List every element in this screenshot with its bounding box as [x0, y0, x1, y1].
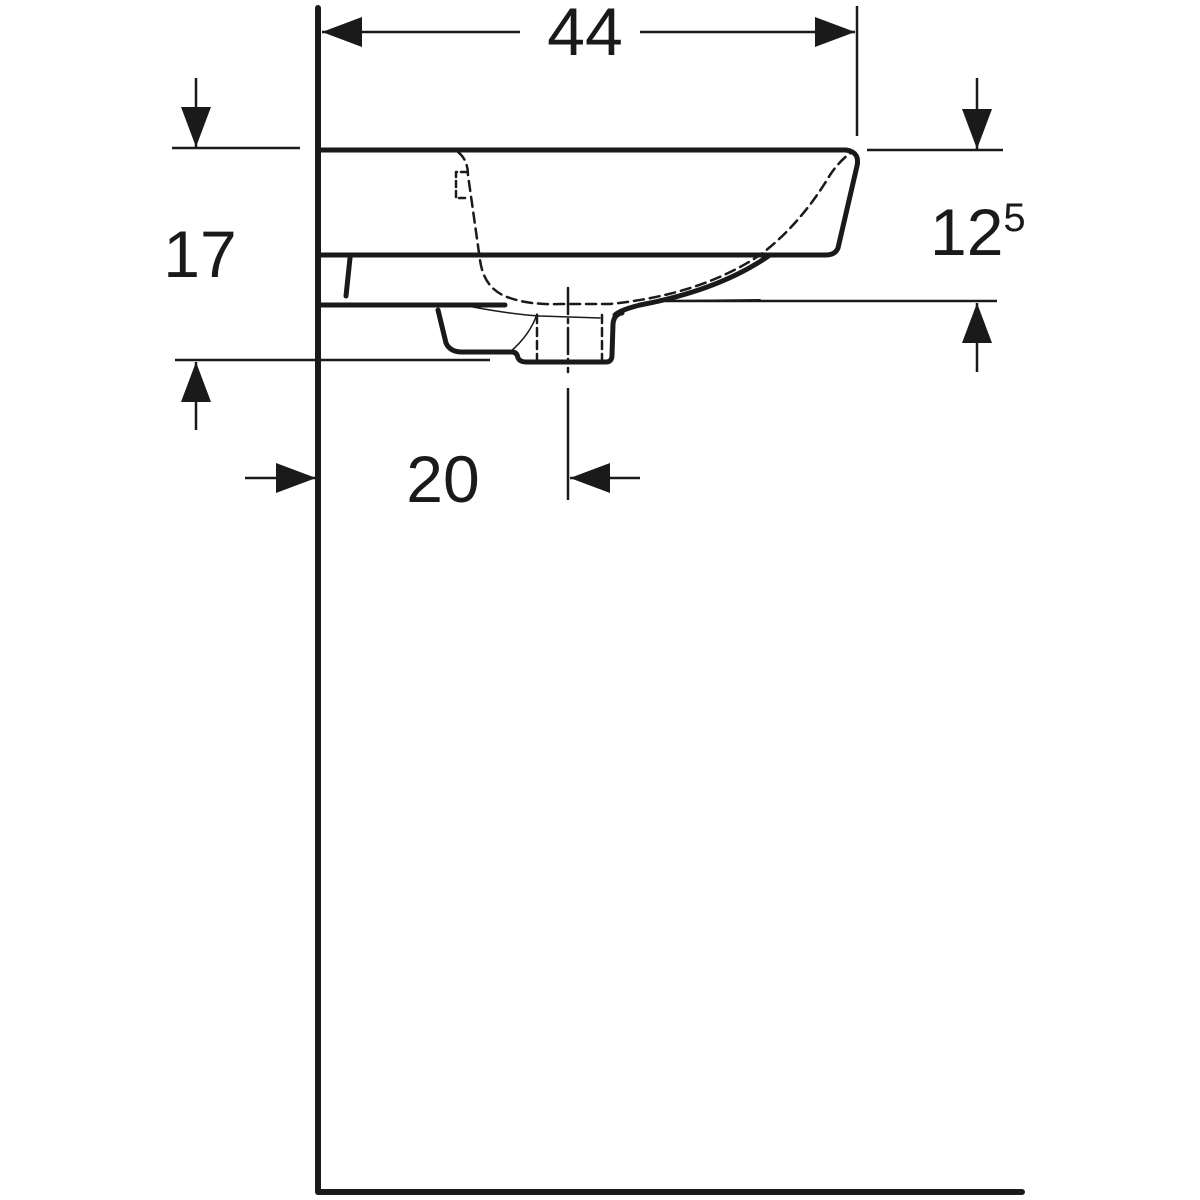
waste-offset-dimension: 20 [245, 388, 640, 516]
washbasin-profile [317, 147, 860, 374]
inner-curve [472, 306, 601, 319]
basin-underside-thin [664, 299, 761, 302]
width-label: 44 [547, 0, 623, 70]
width-dimension: 44 [322, 0, 859, 136]
bracket-stub [343, 255, 353, 299]
total-height-dimension: 17 [163, 78, 490, 430]
wall-and-floor [315, 5, 1025, 1195]
wall-line [315, 5, 1025, 1195]
hidden-bowl-line [456, 150, 854, 306]
total-height-label: 17 [163, 217, 236, 291]
bowl-depth-label: 125 [930, 195, 1026, 269]
hidden-overflow [454, 170, 469, 200]
waste-offset-label: 20 [406, 442, 479, 516]
bowl-depth-superscript: 5 [1003, 196, 1025, 240]
basin-rim-outline [317, 147, 860, 258]
waste-housing [435, 307, 625, 365]
inner-curve-2 [509, 313, 538, 353]
bowl-depth-value: 12 [930, 195, 1003, 269]
